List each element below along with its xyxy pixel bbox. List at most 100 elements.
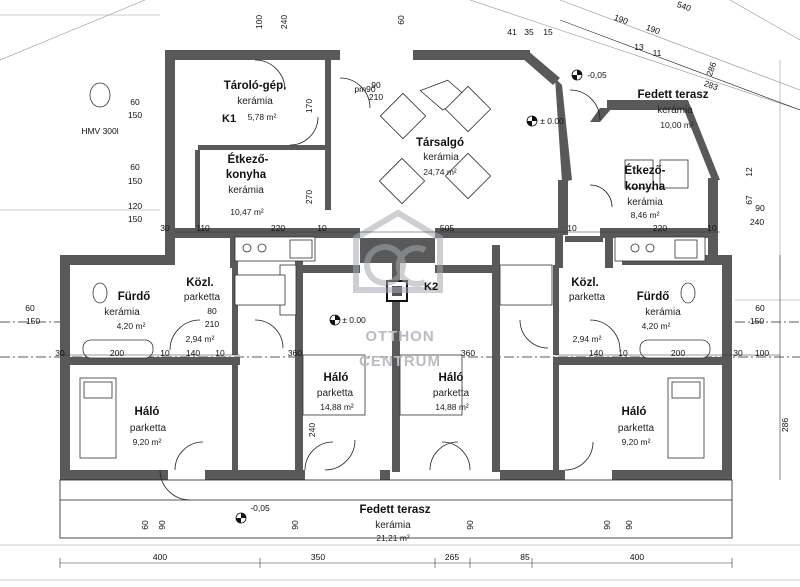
room-area: 14,88 m² [435, 402, 469, 412]
room-name: Háló [622, 406, 647, 418]
dim-label: 240 [307, 423, 317, 437]
dim-label: 90 [371, 80, 381, 90]
dim-label: 265 [445, 552, 459, 562]
dim-label: 100 [254, 15, 264, 29]
room-name: Közl. [186, 277, 213, 289]
dim-bath-row-left: 30 200 10 140 10 [55, 348, 225, 358]
level-zero-hall: ± 0.00 [342, 315, 366, 325]
dim-label: 140 [186, 348, 200, 358]
room-area: 10,00 m² [660, 120, 694, 130]
dim-label: 10 [567, 223, 577, 233]
watermark-line1: OTTHON [365, 328, 434, 345]
room-bedroom-2: Háló parketta 14,88 m² [317, 372, 354, 412]
room-name: Háló [439, 372, 464, 384]
oc-monogram-icon [353, 209, 443, 293]
dim-label: 41 [507, 27, 517, 37]
room-bedroom-3: Háló parketta 14,88 m² [433, 372, 470, 412]
dim-label: 140 [589, 348, 603, 358]
dimension-lines [59, 19, 800, 568]
room-material: kerámia [657, 105, 693, 116]
room-material: parketta [317, 388, 354, 399]
room-material: parketta [130, 423, 167, 434]
dim-label: 10 [618, 348, 628, 358]
dim-label: 283 [703, 78, 720, 92]
room-material: kerámia [627, 197, 663, 208]
dim-label: 35 [524, 27, 534, 37]
room-material: parketta [433, 388, 470, 399]
room-name: Étkező- [625, 164, 666, 177]
room-hall-right: Közl. parketta 2,94 m² [569, 277, 606, 344]
room-area: 9,20 m² [133, 437, 162, 447]
dim-angles: 12 67 286 283 [703, 60, 754, 204]
dim-label: 540 [676, 0, 693, 13]
dim-label: 90 [465, 520, 475, 530]
room-area: 2,94 m² [573, 334, 602, 344]
room-lounge: Társalgó kerámia 24,74 m² [416, 137, 464, 177]
room-name: Háló [135, 406, 160, 418]
dim-label: 60 [396, 15, 406, 25]
dim-label: 60 [755, 303, 765, 313]
dim-label: 60 [25, 303, 35, 313]
dim-label: 270 [304, 190, 314, 204]
furniture [79, 79, 711, 459]
dim-label: 360 [461, 348, 475, 358]
dim-label: 210 [205, 319, 219, 329]
dim-label: 190 [645, 22, 662, 36]
level-terrace-top: -0,05 [587, 70, 607, 80]
level-mark-icon [571, 69, 583, 81]
room-bedroom-4: Háló parketta 9,20 m² [618, 406, 655, 447]
room-area: 14,88 m² [320, 402, 354, 412]
room-area: 8,46 m² [631, 210, 660, 220]
level-mark-icon [526, 115, 538, 127]
tag-k1: K1 [222, 113, 236, 125]
dim-label: 15 [543, 27, 553, 37]
room-material: kerámia [645, 307, 681, 318]
dim-kitchen-row: 30 110 220 10 505 10 220 10 [160, 223, 717, 233]
dim-label: 150 [128, 110, 142, 120]
dim-label: 12 [744, 167, 754, 177]
dim-label: 170 [304, 99, 314, 113]
dim-label: 240 [279, 15, 289, 29]
room-kitchen-right: Étkező- konyha kerámia 8,46 m² [625, 164, 666, 220]
dim-label: 220 [271, 223, 285, 233]
dim-bath-row-right: 140 10 200 30 100 [589, 348, 769, 358]
dim-label: 67 [744, 195, 754, 205]
room-material: kerámia [375, 520, 411, 531]
room-area: 4,20 m² [642, 321, 671, 331]
level-mark-icon [329, 314, 341, 326]
dim-label: 210 [369, 92, 383, 102]
level-terrace-bottom: -0,05 [250, 503, 270, 513]
dim-label: 286 [704, 60, 718, 77]
dim-label: 360 [288, 348, 302, 358]
level-zero-lounge: ± 0.00 [540, 116, 564, 126]
room-covered-terrace-bottom: Fedett terasz kerámia 21,21 m² [360, 504, 431, 543]
dim-label: 350 [311, 552, 325, 562]
dim-label: 10 [215, 348, 225, 358]
dim-label: 30 [733, 348, 743, 358]
dim-label: 10 [317, 223, 327, 233]
dim-label: 60 [130, 97, 140, 107]
room-utility: Tároló-gép. kerámia 5,78 m² [224, 80, 287, 122]
dim-label: 505 [440, 223, 454, 233]
room-area: 5,78 m² [248, 112, 277, 122]
dim-doors: 90 210 80 210 270 170 240 60 90 90 90 90… [140, 80, 634, 530]
dim-label: 150 [26, 316, 40, 326]
room-area: 9,20 m² [622, 437, 651, 447]
dim-side-right: 90 240 60 150 286 [750, 203, 790, 432]
dim-label: 150 [750, 316, 764, 326]
room-material: kerámia [228, 185, 264, 196]
tag-boiler: HMV 300l [81, 126, 118, 136]
dim-label: 90 [290, 520, 300, 530]
dim-label: 90 [602, 520, 612, 530]
dim-label: 90 [624, 520, 634, 530]
room-name: Közl. [571, 277, 598, 289]
room-area: 4,20 m² [117, 321, 146, 331]
dim-label: 30 [160, 223, 170, 233]
dim-label: 400 [153, 552, 167, 562]
dim-label: 150 [128, 176, 142, 186]
tag-k2: K2 [424, 281, 438, 293]
dim-label: 80 [207, 306, 217, 316]
dim-label: 200 [110, 348, 124, 358]
